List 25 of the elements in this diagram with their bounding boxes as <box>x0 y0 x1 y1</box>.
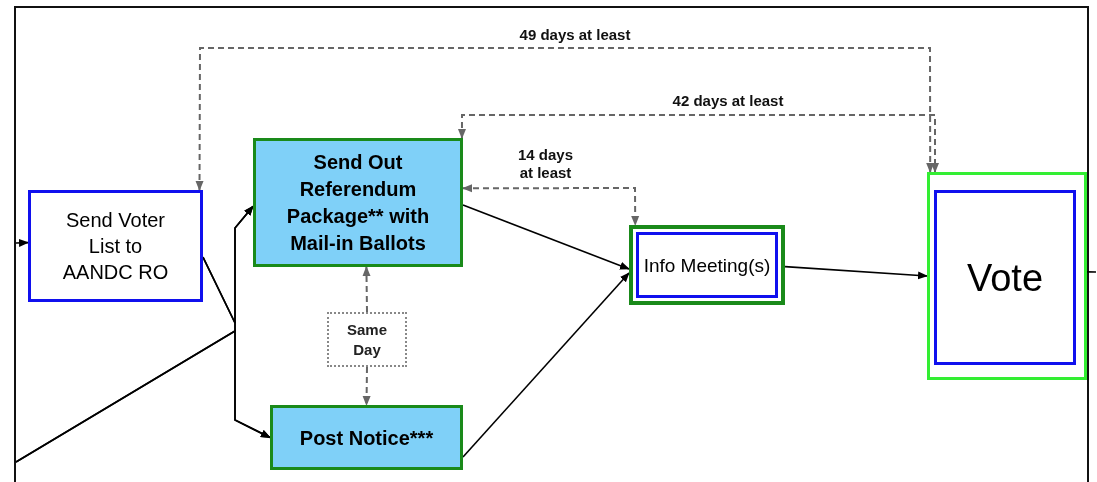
arrow <box>462 204 630 270</box>
arrow <box>15 238 29 247</box>
dashed-arrow <box>462 184 640 226</box>
dashed-arrow <box>362 366 371 406</box>
process-box <box>253 138 463 267</box>
process-box <box>270 405 463 470</box>
arrow <box>15 329 271 463</box>
node-label: Same Day <box>346 319 388 360</box>
dashed-arrow <box>457 114 939 173</box>
arrow <box>784 265 928 280</box>
outer-box <box>629 225 785 305</box>
dashed-arrow <box>195 47 935 191</box>
process-box <box>934 190 1076 365</box>
node-label: Info Meeting(s) <box>643 253 771 278</box>
arrow <box>462 272 630 458</box>
process-box <box>28 190 203 302</box>
node-label: Send Out Referendum Package** with Mail-in Ballots <box>285 149 431 256</box>
outer-box <box>927 172 1087 380</box>
connector-line <box>1086 271 1097 273</box>
node-label: Vote <box>966 255 1044 300</box>
dashed-arrow <box>362 266 371 313</box>
node-label: Send Voter List to AANDC RO <box>61 208 170 285</box>
node-label: Post Notice*** <box>299 425 434 451</box>
process-box <box>636 232 778 298</box>
note-box <box>327 312 407 367</box>
